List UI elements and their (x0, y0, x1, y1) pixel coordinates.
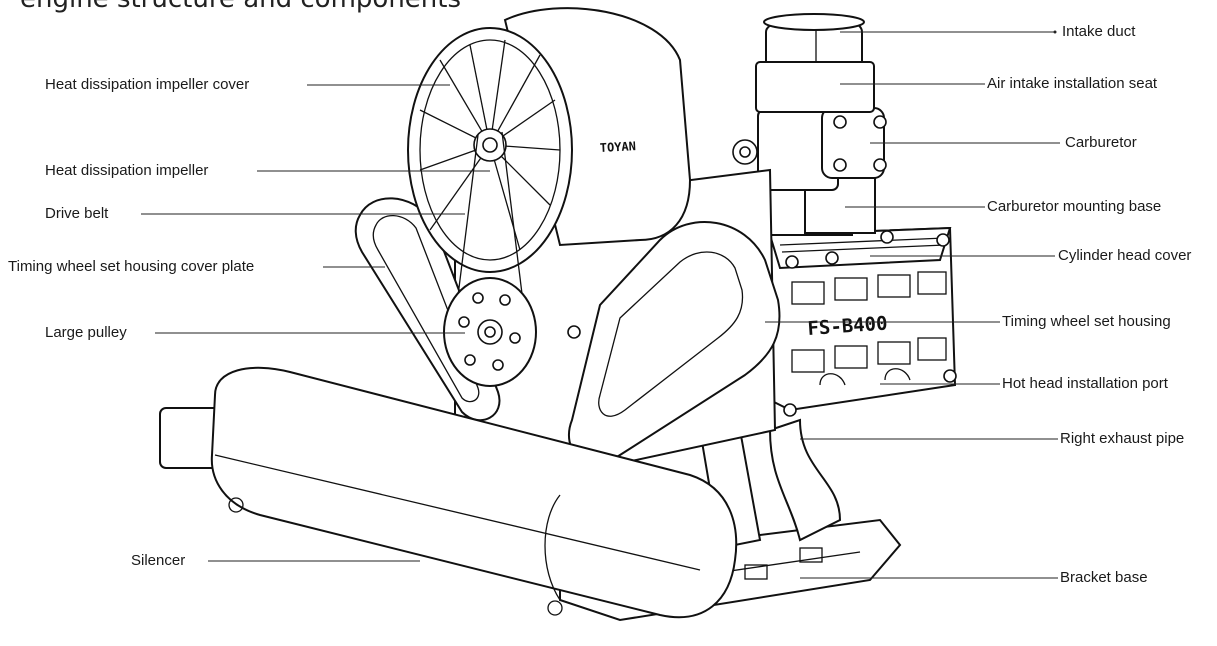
label-timing-cover-plate: Timing wheel set housing cover plate (8, 258, 255, 275)
label-right-exhaust: Right exhaust pipe (1060, 430, 1185, 447)
label-hot-head-port: Hot head installation port (1002, 375, 1168, 392)
label-carburetor-base: Carburetor mounting base (987, 198, 1162, 215)
silencer-drawing (159, 366, 738, 619)
brand-text: TOYAN (599, 139, 636, 155)
label-bracket-base: Bracket base (1060, 569, 1148, 586)
drive-belt-drawing (454, 131, 526, 321)
impeller-cover-drawing: TOYAN (407, 7, 692, 273)
label-impeller: Heat dissipation impeller (45, 162, 209, 179)
carburetor-drawing (732, 13, 887, 236)
leader-lines (141, 30, 1060, 579)
label-silencer: Silencer (131, 552, 186, 569)
large-pulley-drawing (443, 277, 537, 387)
label-carburetor: Carburetor (1065, 134, 1137, 151)
label-large-pulley: Large pulley (45, 324, 127, 341)
label-intake-duct: Intake duct (1062, 23, 1136, 40)
label-cylinder-head-cover: Cylinder head cover (1058, 247, 1192, 264)
diagram-title: engine structure and components (20, 0, 461, 14)
label-drive-belt: Drive belt (45, 205, 109, 222)
cylinder-head-drawing: FS-B400 (768, 226, 957, 417)
label-timing-housing: Timing wheel set housing (1002, 313, 1171, 330)
label-impeller-cover: Heat dissipation impeller cover (45, 76, 250, 93)
label-air-intake-seat: Air intake installation seat (987, 75, 1158, 92)
